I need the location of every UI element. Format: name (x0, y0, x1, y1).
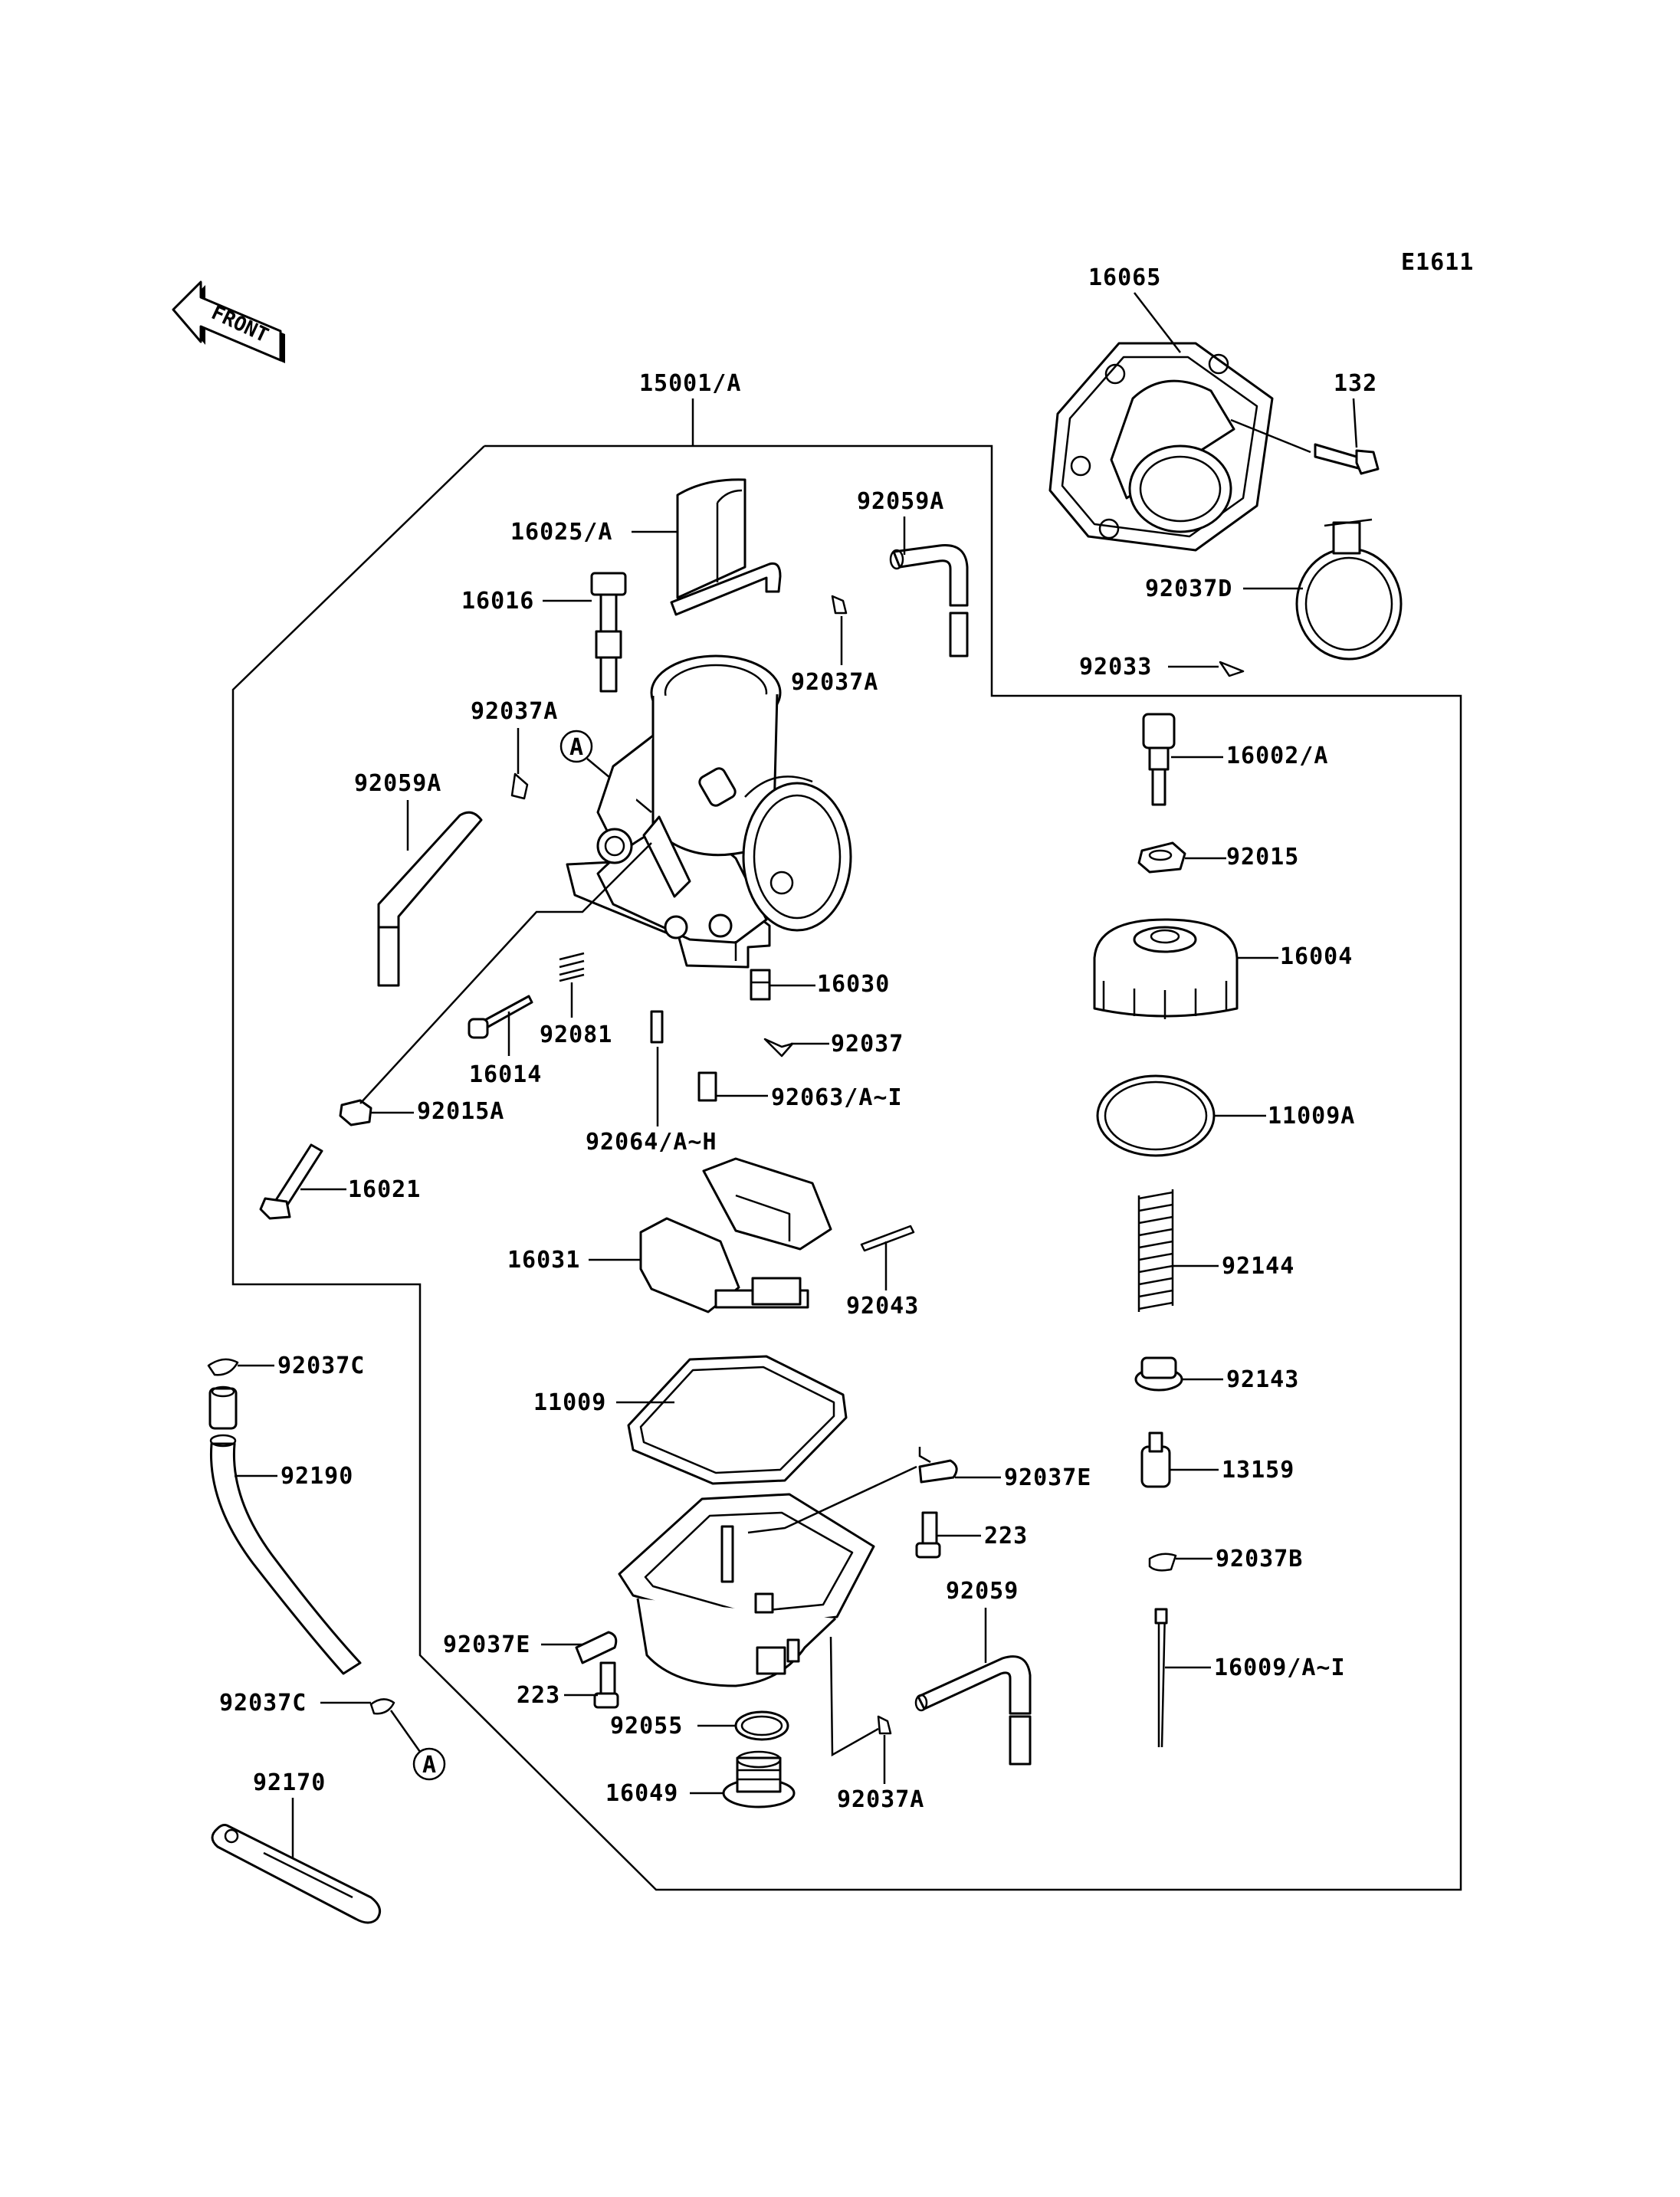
label-16030: 16030 (817, 971, 890, 998)
label-92190: 92190 (281, 1463, 353, 1490)
label-92055: 92055 (610, 1713, 683, 1740)
o-ring-92055-part (734, 1710, 789, 1741)
label-92037a-left: 92037A (471, 698, 558, 725)
gasket-11009-part (627, 1355, 848, 1485)
svg-text:A: A (569, 734, 584, 761)
assembly-boundary (231, 444, 1462, 1891)
bolt-16021-part (259, 1143, 323, 1220)
label-16004: 16004 (1280, 943, 1353, 970)
label-92064: 92064/A~H (586, 1129, 717, 1156)
hose-92059-part (914, 1655, 1032, 1766)
valve-16016-part (590, 572, 627, 693)
label-132: 132 (1334, 370, 1377, 397)
clip-92037a-left-part (510, 772, 529, 800)
screw-223-right-part (915, 1511, 941, 1559)
label-223-left: 223 (517, 1682, 560, 1709)
label-92037a-bottom: 92037A (837, 1786, 924, 1813)
clip-92037e-right-part (918, 1459, 958, 1484)
diagram-code: E1611 (1401, 249, 1474, 276)
o-ring-11009a-part (1096, 1074, 1216, 1157)
label-92015a: 92015A (417, 1098, 504, 1125)
label-92037e-right: 92037E (1004, 1464, 1091, 1491)
front-arrow-icon: FRONT (172, 280, 285, 363)
label-92059a-left: 92059A (354, 770, 441, 797)
screw-16014-part (468, 995, 533, 1039)
label-11009a: 11009A (1268, 1103, 1355, 1130)
label-92037: 92037 (831, 1031, 904, 1058)
clip-92037-part (763, 1038, 794, 1058)
label-92043: 92043 (846, 1293, 919, 1320)
carburetor-body-part (566, 654, 852, 969)
intake-manifold-part (1048, 342, 1274, 552)
label-92143: 92143 (1226, 1366, 1299, 1393)
drain-plug-16049-part (722, 1750, 796, 1808)
clip-92037a-bottom-part (877, 1715, 892, 1735)
label-92170: 92170 (253, 1769, 326, 1796)
label-92037c-top: 92037C (277, 1353, 365, 1379)
valve-13159-part (1140, 1431, 1171, 1488)
label-92059a-top: 92059A (857, 488, 944, 515)
nut-92143-part (1134, 1356, 1183, 1392)
label-16025a: 16025/A (510, 519, 612, 546)
label-11009: 11009 (533, 1389, 606, 1416)
label-92037a-top: 92037A (791, 669, 878, 696)
spring-92144-part (1137, 1189, 1174, 1312)
cover-16025a-part (676, 478, 746, 599)
jet-16030-part (750, 969, 771, 1001)
jet-92063-part (697, 1071, 717, 1102)
label-16002a: 16002/A (1226, 743, 1328, 769)
clip-92037c-bottom-part (369, 1698, 395, 1715)
label-92015: 92015 (1226, 844, 1299, 871)
pin-92043-part (860, 1225, 915, 1252)
label-92059: 92059 (946, 1578, 1019, 1605)
label-16016: 16016 (461, 588, 534, 615)
label-16065: 16065 (1088, 264, 1161, 291)
label-92081: 92081 (540, 1021, 612, 1048)
bracket-92170-part (211, 1824, 382, 1924)
screw-16002a-part (1142, 713, 1176, 806)
jet-92064-part (650, 1010, 664, 1044)
hose-92059a-top-part (889, 544, 969, 607)
label-16014: 16014 (469, 1061, 542, 1088)
label-92063: 92063/A~I (771, 1084, 903, 1111)
hose-92059a-top-part (670, 562, 969, 657)
nut-92015a-part (339, 1099, 372, 1126)
clip-92037e-left-part (575, 1631, 618, 1664)
label-223-right: 223 (984, 1523, 1028, 1549)
label-92037b: 92037B (1216, 1546, 1303, 1572)
label-16009: 16009/A~I (1214, 1654, 1346, 1681)
needle-16009-part (1154, 1608, 1168, 1748)
screw-223-left-part (593, 1661, 619, 1709)
label-92037d: 92037D (1145, 575, 1232, 602)
hose-clamp-92037d-part (1295, 518, 1403, 661)
clip-92033-part (1219, 661, 1245, 677)
label-92037c-bottom: 92037C (219, 1690, 307, 1717)
spring-92081-part (559, 952, 585, 982)
label-92033: 92033 (1079, 654, 1152, 680)
label-13159: 13159 (1222, 1457, 1294, 1484)
clip-92037c-top-part (207, 1358, 239, 1376)
clip-92037b-part (1148, 1553, 1177, 1572)
hose-92059a-left-part (377, 811, 483, 987)
float-16031-part (639, 1157, 832, 1313)
hose-92190-part (208, 1385, 362, 1675)
nut-92015-part (1137, 841, 1186, 874)
label-92037e-left: 92037E (443, 1631, 530, 1658)
label-92144: 92144 (1222, 1253, 1294, 1280)
cap-16004-part (1093, 918, 1239, 1019)
label-15001a: 15001/A (639, 370, 741, 397)
bolt-132-part (1314, 443, 1380, 475)
callout-marker-a-top: A (559, 730, 593, 763)
float-bowl-part (618, 1493, 875, 1687)
callout-marker-a-bottom: A (412, 1747, 446, 1781)
label-16031: 16031 (507, 1247, 580, 1274)
svg-text:A: A (422, 1752, 437, 1779)
label-16021: 16021 (348, 1176, 421, 1203)
clip-92037a-top-part (831, 595, 848, 615)
label-16049: 16049 (605, 1780, 678, 1807)
